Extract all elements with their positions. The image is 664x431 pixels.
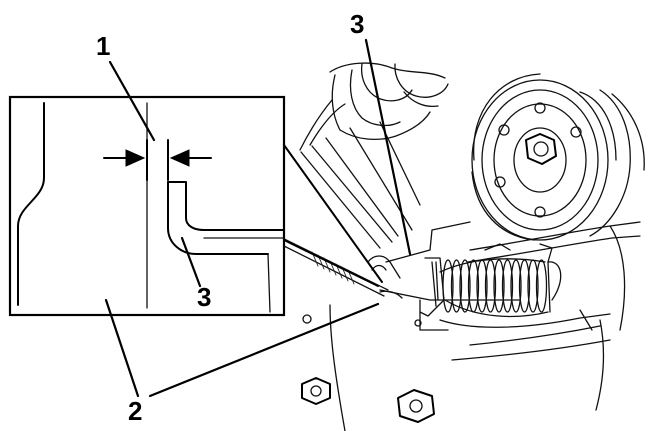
pulley xyxy=(471,73,645,241)
spring-coil xyxy=(535,259,548,313)
callout-3: 3 xyxy=(350,9,364,39)
hex-bolt-icon xyxy=(525,133,557,165)
callout-2-leader xyxy=(104,298,140,398)
spring-coil xyxy=(459,259,471,313)
callout-3: 3 xyxy=(197,282,211,312)
callout-1: 1 xyxy=(96,31,110,61)
spring-coil xyxy=(510,259,522,313)
spring-coil xyxy=(450,259,463,313)
bolt-hole xyxy=(414,319,422,327)
callout-2-leader xyxy=(148,302,380,398)
rod-section xyxy=(167,181,285,313)
callout-1-leader xyxy=(108,60,156,142)
spring-coil xyxy=(501,259,514,313)
hex-bolt-icon xyxy=(301,377,331,405)
callout-3a-leader xyxy=(180,236,202,288)
mounting-bracket xyxy=(329,221,611,431)
gap-dimension-arrows-icon xyxy=(103,139,212,181)
extension-spring-icon xyxy=(435,258,562,318)
callout-2: 2 xyxy=(128,396,142,426)
support-struts xyxy=(300,121,421,249)
spring-anchor xyxy=(419,243,553,317)
hex-bolt-icon xyxy=(397,389,435,423)
spring-coil xyxy=(518,259,531,313)
belt-plate xyxy=(467,221,641,331)
rod-hook xyxy=(367,255,403,299)
detail-inset xyxy=(8,95,286,317)
spring-coil xyxy=(527,259,539,313)
spring-coil xyxy=(484,259,497,313)
callout-3b-leader xyxy=(364,38,412,256)
bolt-hole xyxy=(302,314,312,324)
assembly-illustration xyxy=(269,62,645,431)
zoom-projection-line xyxy=(283,144,383,283)
spring-coil xyxy=(467,259,480,313)
spring-coil xyxy=(476,259,488,313)
zoom-projection-line xyxy=(283,239,379,287)
spring-coil xyxy=(493,259,505,313)
